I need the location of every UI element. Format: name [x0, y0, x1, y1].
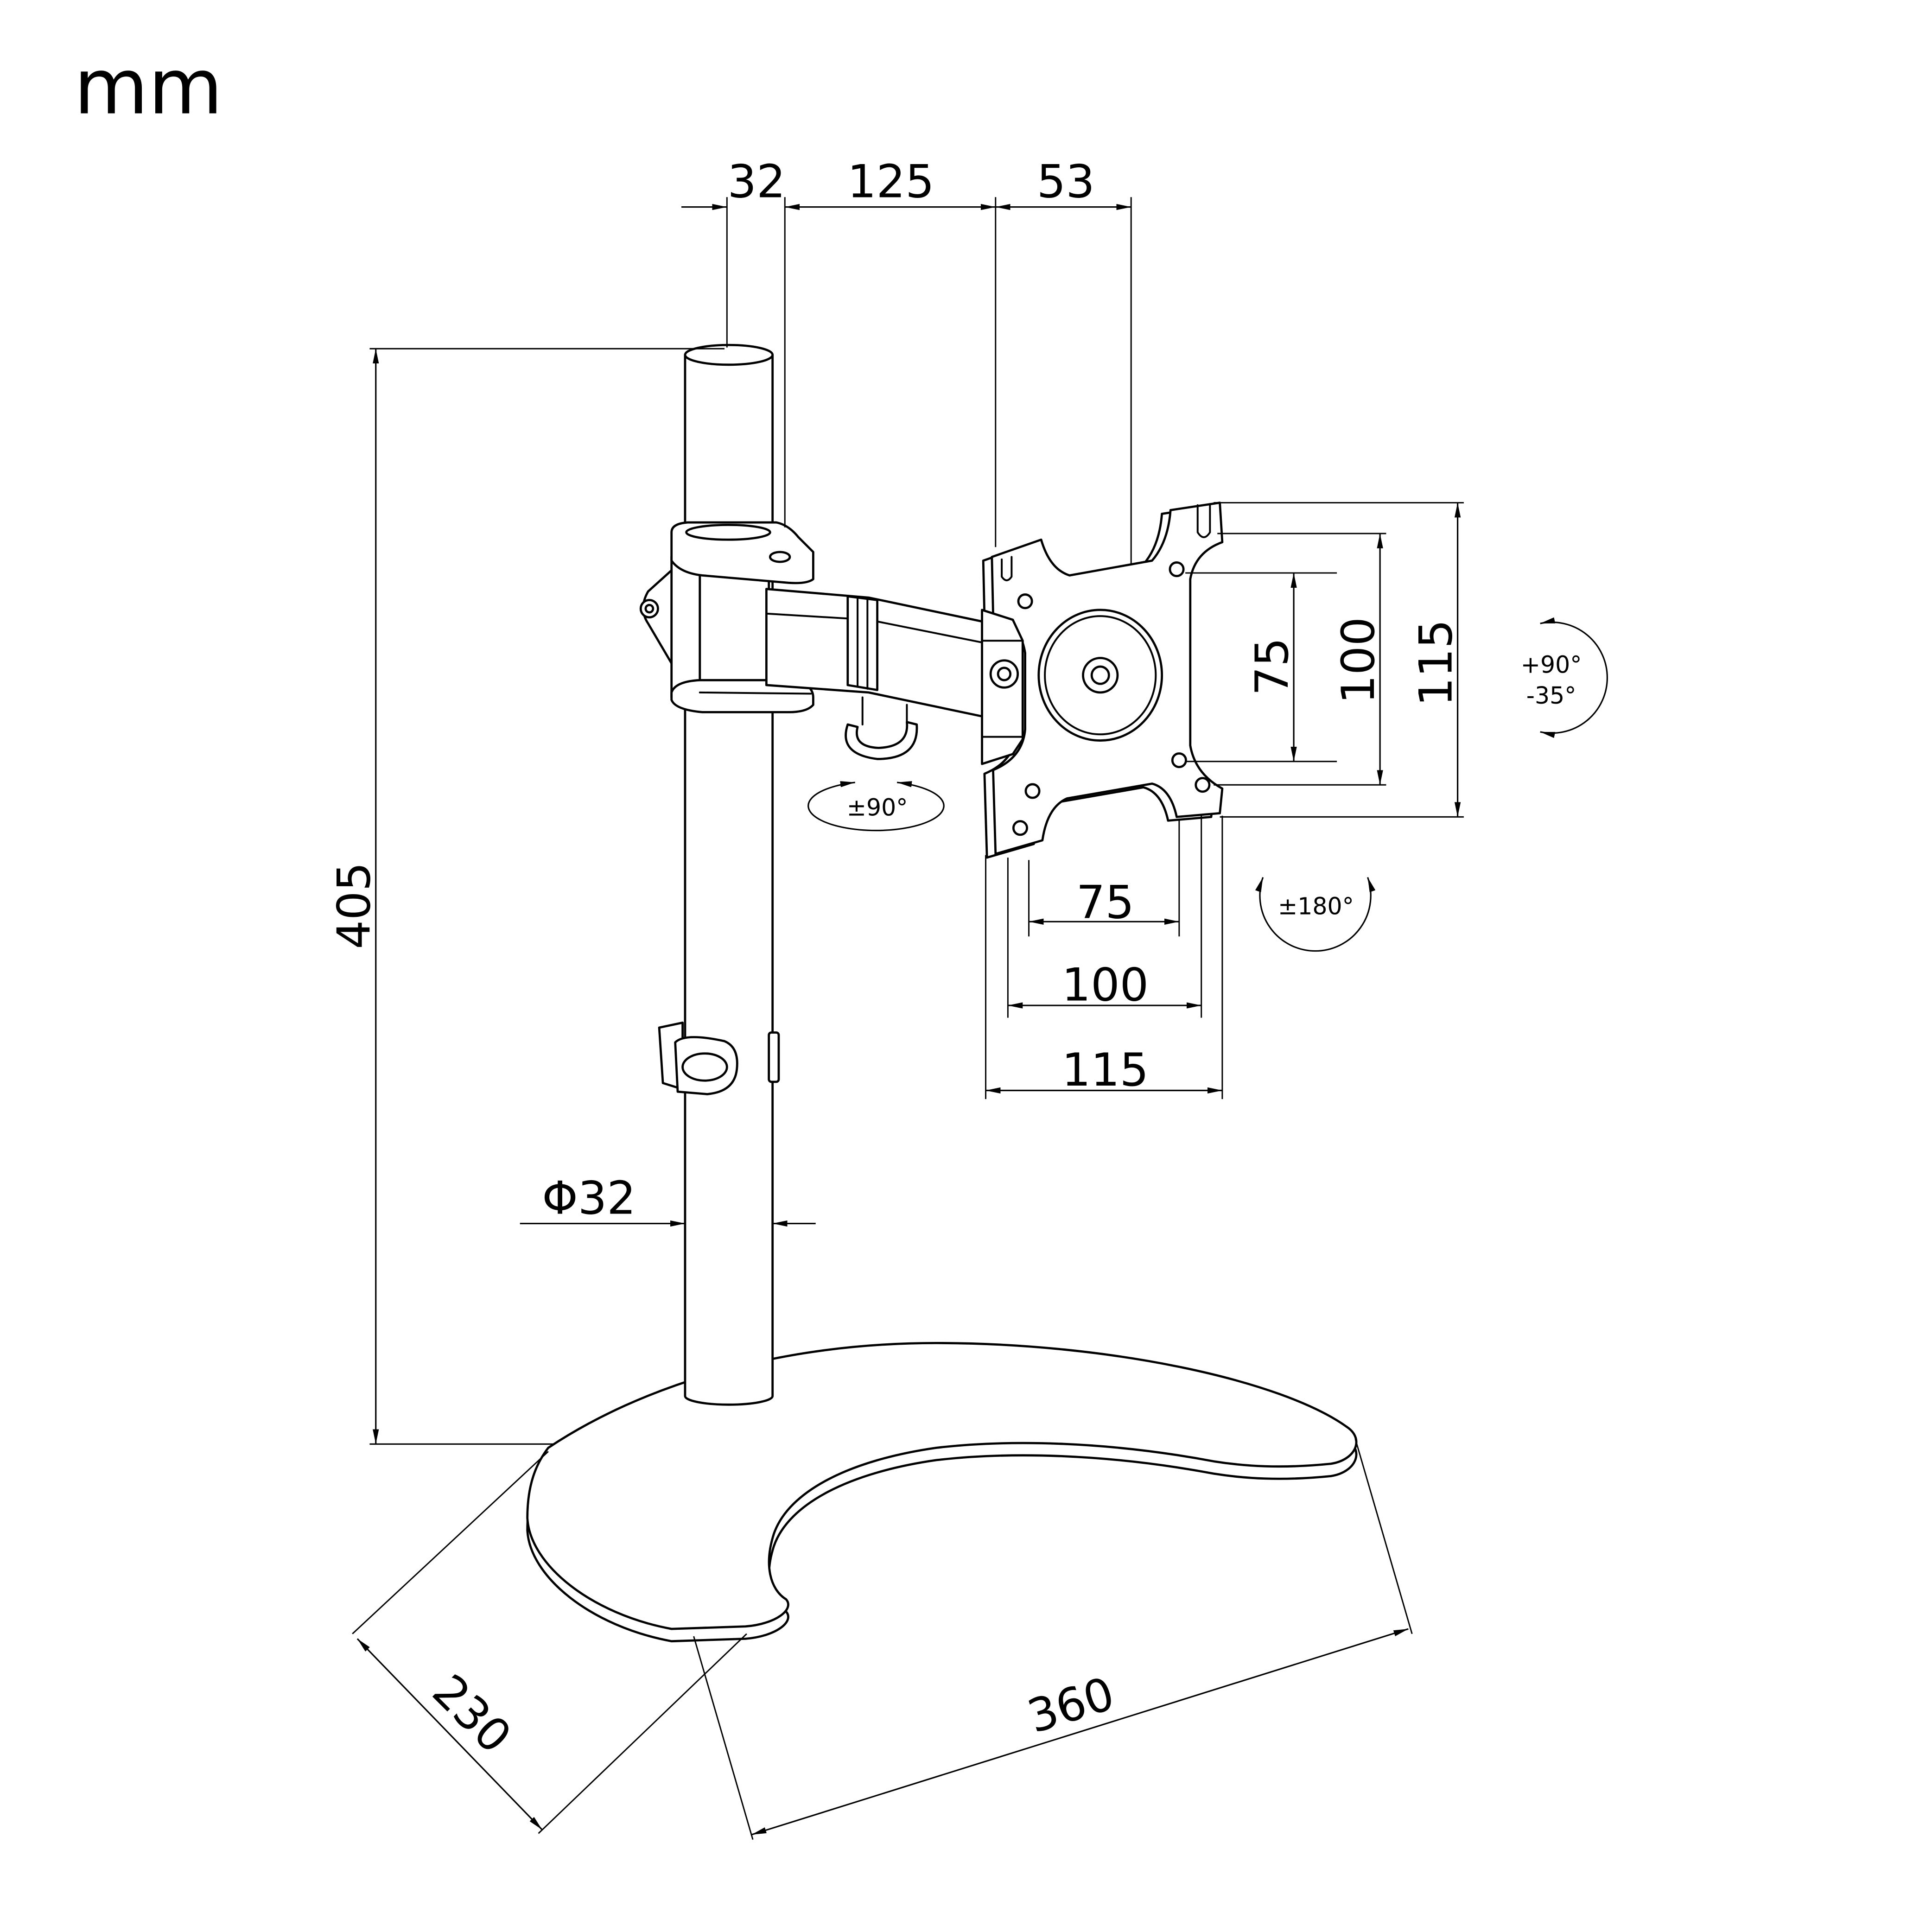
- plate-slot-top-left: [1001, 556, 1013, 581]
- vesa-horizontal-dimensions: 75 100 115: [985, 815, 1223, 1099]
- upper-clamp-ring: [685, 523, 771, 541]
- pole-top-cap: [684, 343, 774, 366]
- tilt-arrow: [1540, 617, 1608, 738]
- pole: [684, 343, 774, 1406]
- clip-rear-tab: [768, 1031, 780, 1083]
- rotation-label: ±180°: [1278, 892, 1354, 920]
- pole-diameter-dimension: Φ32: [520, 1172, 816, 1227]
- extension-line: [352, 1451, 549, 1634]
- swivel-indicator: ±90°: [807, 781, 945, 832]
- vesa-plate: [982, 502, 1224, 859]
- rotation-indicator: ±180°: [1255, 877, 1376, 952]
- vesa-vertical-dimensions: 75 100 115: [1185, 502, 1464, 818]
- plate-hole: [1024, 783, 1041, 799]
- dim-label-arm: 125: [847, 155, 934, 208]
- dim-label-vesa-v-100: 100: [1332, 617, 1385, 704]
- tilt-joint: [981, 609, 1024, 765]
- dim-label-vesa-h-100: 100: [1062, 959, 1149, 1011]
- plate-center-hole: [1090, 665, 1110, 685]
- hook-stem: [861, 696, 908, 725]
- plate-hole: [1017, 593, 1033, 610]
- dim-label-vesa-v-115: 115: [1410, 619, 1462, 706]
- extension-line: [693, 1636, 754, 1840]
- plate-hole: [1171, 752, 1187, 769]
- dim-label-vesa-v-75: 75: [1246, 637, 1299, 695]
- tilt-label-up: +90°: [1521, 651, 1582, 678]
- base: [526, 1342, 1358, 1643]
- unit-label: mm: [74, 43, 222, 132]
- rotation-arrow: [1255, 877, 1376, 952]
- pole-clamp-housing: [639, 521, 814, 713]
- tilt-label-down: -35°: [1526, 682, 1576, 709]
- dimension-line-base-width: [751, 1628, 1409, 1836]
- plate-hole: [1195, 777, 1211, 793]
- housing-front-face: [699, 573, 770, 685]
- pole-cable-clip: [658, 1021, 780, 1095]
- base-top-face: [526, 1342, 1358, 1630]
- extension-line: [1354, 1439, 1413, 1634]
- dimension-line-base-depth: [356, 1638, 543, 1830]
- lower-clamp: [670, 679, 814, 713]
- dim-label-vesa-h-115: 115: [1062, 1044, 1149, 1097]
- plate-hole: [1169, 561, 1185, 578]
- arm-ring-groove: [857, 597, 869, 690]
- arm-ring: [846, 595, 879, 691]
- tilt-knob-center: [997, 667, 1012, 681]
- extension-line: [538, 1633, 747, 1834]
- swivel-label: ±90°: [847, 794, 908, 821]
- arm: [765, 588, 987, 718]
- pole-body: [684, 354, 774, 1406]
- upper-clamp-screw: [769, 551, 791, 563]
- height-dimension: 405: [328, 348, 724, 1445]
- dim-label-diameter: Φ32: [542, 1172, 636, 1225]
- knob-bolt-center: [644, 604, 655, 614]
- dim-label-height: 405: [328, 862, 381, 949]
- plate-hole: [1012, 820, 1028, 836]
- tilt-bracket-edge: [981, 640, 1024, 738]
- top-dimensions: 32 125 53: [681, 155, 1132, 565]
- lower-clamp-edge: [699, 691, 812, 695]
- arm-cable-hook: [845, 696, 918, 760]
- dim-label-pole: 32: [728, 155, 786, 208]
- dim-label-offset: 53: [1037, 155, 1095, 208]
- dim-label-vesa-h-75: 75: [1076, 876, 1134, 929]
- tilt-indicator: +90° -35°: [1521, 617, 1608, 738]
- housing-left-face: [670, 556, 701, 699]
- plate-center-ring-inner: [1044, 615, 1157, 736]
- plate-slot-top-right: [1196, 503, 1211, 538]
- hook-body: [845, 721, 918, 760]
- clip-hole: [681, 1052, 728, 1082]
- swivel-arrow: [807, 781, 945, 832]
